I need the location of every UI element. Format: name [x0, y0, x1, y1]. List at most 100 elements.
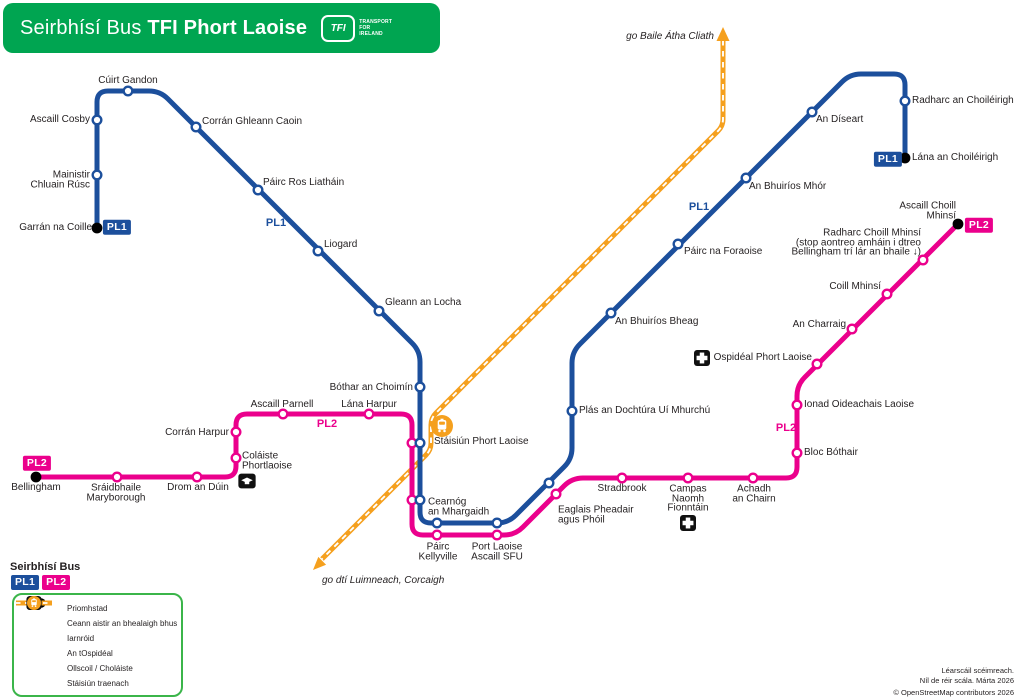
hospital-icon — [694, 350, 710, 366]
terminus-marker-bellingham — [30, 471, 42, 483]
stop-label-bellingham: Bellingham — [11, 482, 61, 494]
railway-arrow-north — [716, 27, 730, 41]
stop-marker-ospideal-phort-laoise — [811, 358, 823, 370]
stop-marker-drom-an-duin — [191, 471, 203, 483]
stop-marker-eaglais-pheadair-agus-phoil — [550, 488, 562, 500]
stop-marker-sraidbhaile-maryborough — [111, 471, 123, 483]
stop-label-staisiun-phort-laoise: Stáisiún Phort Laoise — [434, 436, 529, 448]
legend-label-rail: Iarnróid — [67, 634, 95, 643]
stop-label-bloc-bothair: Bloc Bóthair — [804, 447, 858, 459]
route-marker-pl2: PL2 — [775, 422, 797, 434]
map-footnote: Léarscáil scéimreach. Níl de réir scála.… — [893, 666, 1014, 698]
train-wheel — [443, 429, 446, 433]
stop-marker-radharc-an-choileirigh — [899, 95, 911, 107]
stop-label-gleann-an-locha: Gleann an Locha — [385, 297, 462, 309]
stop-label-ascaill-cosby: Ascaill Cosby — [29, 114, 90, 126]
tfi-logo-line: TRANSPORT — [359, 19, 393, 25]
pl2-line — [36, 222, 960, 538]
stop-label-mainistir-chluain-rusc: Mainistir Chluain Rúsc — [30, 169, 90, 190]
railway-arrow-south — [313, 556, 327, 570]
stop-marker-radharc-choill-mhinsi — [917, 254, 929, 266]
railway-track — [320, 40, 726, 561]
stop-marker-an-bhuirios-bheag — [605, 307, 617, 319]
hospital-cross-h — [696, 355, 708, 361]
stop-label-sraidbhaile-maryborough: Sráidbhaile Maryborough — [86, 482, 146, 503]
stop-label-ascaill-choill-mhinsi: Ascaill Choill Mhinsí — [899, 200, 956, 221]
train-body — [437, 420, 447, 430]
train-station-icon — [27, 596, 41, 610]
stop-marker-liogard — [312, 245, 324, 257]
page-title-bold: TFI Phort Laoise — [147, 16, 308, 39]
stop-label-drom-an-duin: Drom an Dúin — [167, 482, 229, 494]
stop-marker-gleann-an-locha — [373, 305, 385, 317]
stop-marker-colaiste-phortlaoise — [230, 452, 242, 464]
train-window — [32, 600, 36, 603]
stop-label-ascaill-parnell: Ascaill Parnell — [250, 399, 314, 411]
stop-label-ionad-oideachais-laoise: Ionad Oideachais Laoise — [804, 399, 915, 411]
stop-marker-plas-an-dochtura-ui-mhurchu — [566, 405, 578, 417]
pl2-badge: PL2 — [964, 217, 994, 233]
stop-marker-campas-naomh-fionntain — [682, 472, 694, 484]
stop-label-cearnog-an-mhargaidh: Cearnóg an Mhargaidh — [428, 496, 490, 517]
tfi-logo-line: IRELAND — [359, 31, 383, 37]
legend-item-school: Ollscoil / Choláiste — [14, 596, 181, 676]
tfi-logo-line: FOR — [359, 25, 371, 31]
route-marker-pl1: PL1 — [688, 201, 710, 213]
stop-marker-pairc-kellyville — [431, 517, 443, 529]
stop-label-an-bhuirios-mhor: An Bhuiríos Mhór — [749, 181, 827, 193]
railway-dashes — [321, 40, 724, 560]
page-title-regular: Seirbhísí Bus — [20, 16, 148, 39]
stop-marker-lana-harpur — [363, 408, 375, 420]
route-marker-pl2: PL2 — [316, 418, 338, 430]
stop-label-corran-ghleann-caoin: Corrán Ghleann Caoin — [202, 116, 303, 128]
stop-label-bothar-an-choimin: Bóthar an Choimín — [329, 382, 413, 394]
school-icon — [238, 473, 256, 489]
hospital-icon — [680, 515, 696, 531]
stop-label-coill-mhinsi: Coill Mhinsí — [829, 281, 881, 293]
stop-label-pairc-na-foraoise: Páirc na Foraoise — [684, 246, 763, 258]
mortarboard-base — [244, 481, 250, 485]
stop-label-port-laoise-ascaill-sfu: Port Laoise Ascaill SFU — [471, 541, 523, 562]
stop-marker-pairc-ros-liathain — [252, 184, 264, 196]
pl1-badge: PL1 — [11, 575, 40, 590]
pl2-badge: PL2 — [42, 575, 71, 590]
stop-label-radharc-choill-mhinsi: Radharc Choill Mhinsí (stop aontreo amhá… — [791, 227, 921, 258]
page-title: Seirbhísí Bus TFI Phort Laoise — [20, 17, 307, 40]
stop-label-lana-harpur: Lána Harpur — [341, 399, 397, 411]
stop-label-radharc-an-choileirigh: Radharc an Choiléirigh — [912, 95, 1014, 107]
legend-item-hospital: An tOspidéal — [14, 596, 181, 661]
legend-item-terminus: Ceann aistir an bhealaigh bhus — [14, 598, 181, 631]
railway-line — [320, 40, 726, 561]
header-banner: Seirbhísí Bus TFI Phort Laoise TFI TRANS… — [3, 3, 440, 53]
stop-label-eaglais-pheadair-agus-phoil: Eaglais Pheadair agus Phóil — [558, 504, 634, 525]
pl1-line — [94, 71, 908, 526]
tfi-logo-abbr: TFI — [330, 22, 346, 34]
train-pantograph — [440, 418, 444, 421]
route-marker-pl1: PL1 — [265, 217, 287, 229]
rail-destination-north: go Baile Átha Cliath — [626, 31, 714, 43]
pl1-badge: PL1 — [102, 219, 132, 235]
legend-label-school: Ollscoil / Choláiste — [67, 664, 133, 673]
legend-label-station: Stáisiún traenach — [67, 679, 129, 688]
footnote-copyright: © OpenStreetMap contributors 2026 — [893, 688, 1014, 697]
stop-label-corran-harpur: Corrán Harpur — [165, 427, 229, 439]
stop-marker-cuirt-gandon — [122, 85, 134, 97]
stop-label-an-bhuirios-bheag: An Bhuiríos Bheag — [615, 316, 699, 328]
stop-label-cuirt-gandon: Cúirt Gandon — [98, 75, 158, 87]
stop-label-an-charraig: An Charraig — [792, 319, 846, 331]
stop-marker-mainistir-chluain-rusc — [91, 169, 103, 181]
stop-marker-staisiun-phort-laoise — [414, 437, 426, 449]
stop-marker-an-charraig — [846, 323, 858, 335]
legend-item-rail: Iarnróid — [14, 600, 181, 646]
stop-label-colaiste-phortlaoise: Coláiste Phortlaoise — [242, 450, 293, 471]
stop-marker-bothar-an-choimin — [414, 381, 426, 393]
stop-marker-an-bhuirios-mhor — [740, 172, 752, 184]
stop-marker-port-laoise-ascaill-sfu — [491, 517, 503, 529]
pl1-badge: PL1 — [873, 151, 903, 167]
train-station-icon — [431, 415, 453, 437]
stop-label-an-diseart: An Díseart — [816, 114, 864, 126]
stop-marker-corran-ghleann-caoin — [190, 121, 202, 133]
